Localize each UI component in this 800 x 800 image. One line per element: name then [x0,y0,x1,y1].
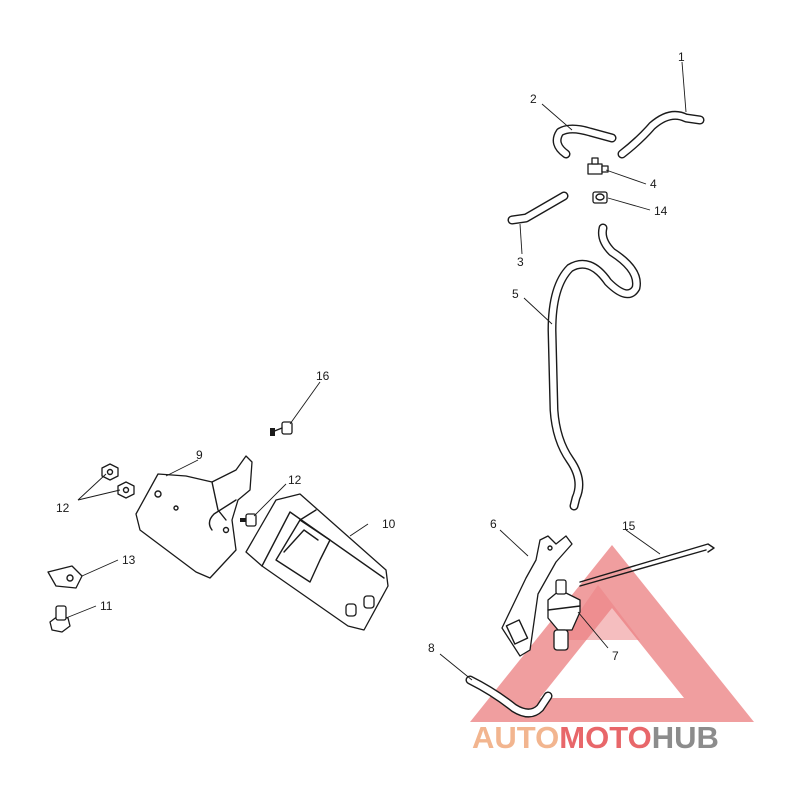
bracket-part-6 [501,535,573,657]
bolt-part-11 [49,605,71,633]
pipe-part-3 [507,191,569,225]
clamp-part-14 [592,191,608,204]
rod-part-15 [579,543,715,587]
callout-4: 4 [650,177,657,191]
callout-12a: 12 [56,501,70,515]
bolt-part-16 [270,421,293,436]
callout-14: 14 [654,204,668,218]
hose-part-8 [465,675,553,718]
callout-9: 9 [196,448,203,462]
canister-part-10 [245,493,389,631]
brand-auto: AUTO [472,720,559,755]
callout-1: 1 [678,50,685,64]
callout-5: 5 [512,287,519,301]
fitting-part-4 [587,157,609,175]
callout-2: 2 [530,92,537,106]
watermark-logo [470,545,754,722]
hose-part-2 [552,124,617,159]
watermark-brand: AUTOMOTOHUB [472,720,719,755]
valve-part-7 [547,579,581,651]
leader-lines [65,61,687,681]
callout-15: 15 [622,519,636,533]
nut-part-12a [101,463,119,481]
hose-part-1 [617,110,705,159]
callout-12b: 12 [288,473,302,487]
bolt-part-12c [240,513,257,527]
nut-part-12b [117,481,135,499]
callout-16: 16 [316,369,330,383]
callout-13: 13 [122,553,136,567]
bracket-part-9 [135,455,253,579]
brand-moto: MOTO [559,720,651,755]
callout-7: 7 [612,649,619,663]
callout-10: 10 [382,517,396,531]
callout-3: 3 [517,255,524,269]
svg-text:AUTOMOTOHUB: AUTOMOTOHUB [472,720,719,755]
callout-11: 11 [100,599,113,613]
callout-8: 8 [428,641,435,655]
brand-hub: HUB [652,720,719,755]
hose-part-5 [547,223,641,511]
callout-numbers: 1 2 3 4 5 6 7 8 9 10 11 12 12 13 14 15 1… [56,50,685,663]
callout-6: 6 [490,517,497,531]
clip-part-13 [47,565,83,589]
